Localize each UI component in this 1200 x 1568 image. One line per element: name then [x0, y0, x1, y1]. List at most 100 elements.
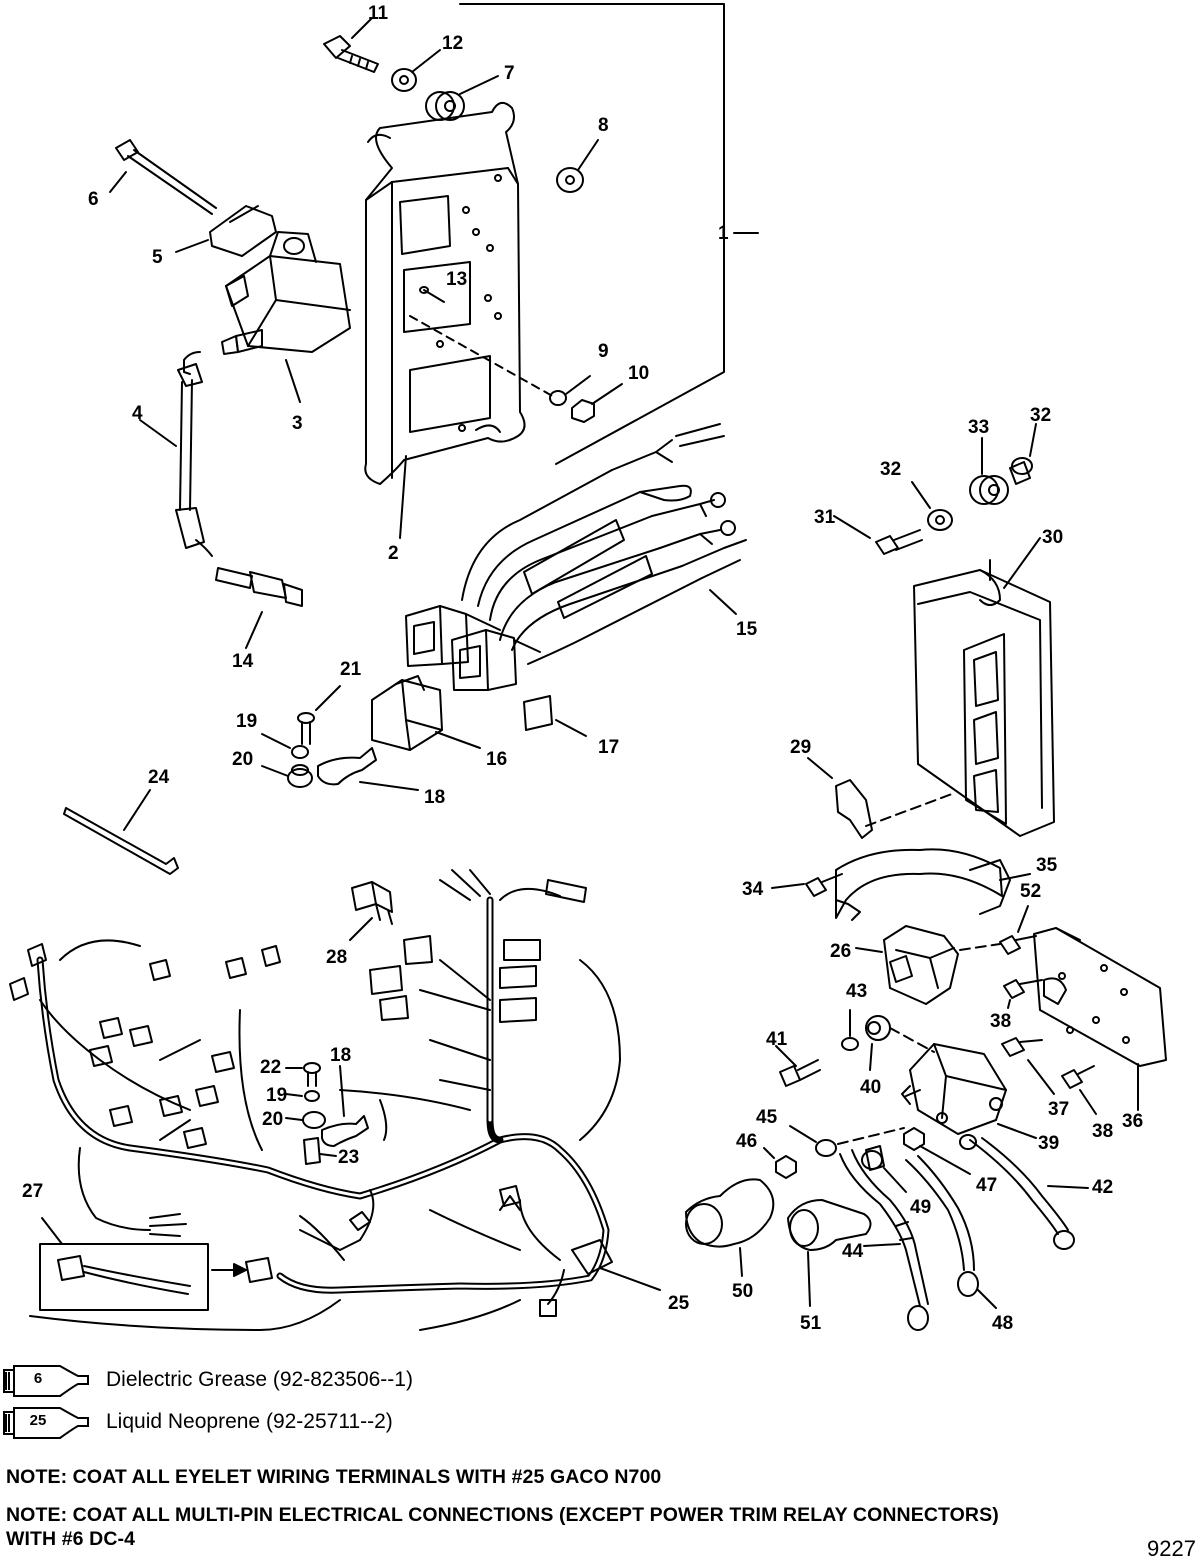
screw-13-leader: [409, 315, 557, 399]
part-label-5: 5: [152, 247, 163, 268]
sleeve-23: [303, 1137, 337, 1165]
part-label-32-right: 32: [1030, 405, 1052, 426]
screw-38b: [1061, 1065, 1097, 1115]
part-label-39: 39: [1038, 1133, 1060, 1154]
tube-icon-25: [3, 1407, 89, 1439]
screw-21: [297, 685, 341, 745]
sensor-26: [855, 925, 1001, 1005]
part-label-7: 7: [504, 63, 515, 84]
grommet-7: [425, 75, 499, 121]
part-label-47: 47: [976, 1175, 998, 1196]
part-label-18-upper: 18: [424, 787, 446, 808]
screw-52: [999, 905, 1037, 955]
legend-tubes: [3, 1365, 89, 1439]
part-label-52: 52: [1020, 881, 1042, 902]
part-label-23: 23: [338, 1147, 360, 1168]
legend-text-liquid-neoprene: Liquid Neoprene (92-25711--2): [106, 1410, 393, 1433]
coil-clamp-5: [175, 205, 277, 257]
part-label-38-lower: 38: [1092, 1121, 1114, 1142]
nut-10: [571, 383, 623, 423]
ecm-30: [913, 537, 1055, 837]
part-label-14: 14: [232, 651, 254, 672]
screw-34: [771, 873, 843, 897]
part-label-28: 28: [326, 947, 348, 968]
fuse-28: [349, 881, 393, 941]
plate-36: [1033, 927, 1167, 1111]
figure-number: 9227: [1147, 1536, 1196, 1561]
screw-38a: [1003, 979, 1043, 1009]
legend-text-dielectric-grease: Dielectric Grease (92-823506--1): [106, 1368, 413, 1391]
grommet-49: [861, 1145, 907, 1193]
screw-22: [285, 1062, 321, 1087]
part-label-24: 24: [148, 767, 170, 788]
part-label-43: 43: [846, 981, 868, 1002]
hi-tension-lead-4: [139, 351, 213, 557]
part-label-10: 10: [628, 363, 650, 384]
boot-51: [787, 1199, 872, 1307]
part-label-41: 41: [766, 1029, 788, 1050]
inset-27: [39, 1217, 273, 1311]
part-label-3: 3: [292, 413, 303, 434]
bracket-18: [317, 747, 419, 791]
part-label-13: 13: [446, 269, 468, 290]
part-label-51: 51: [800, 1313, 822, 1334]
coil-bolt-6: [109, 139, 217, 215]
grommet-20: [261, 764, 313, 788]
spark-plug-14: [215, 567, 303, 649]
washer-19b: [285, 1090, 320, 1102]
note-multi-pin-connections: NOTE: COAT ALL MULTI-PIN ELECTRICAL CONN…: [6, 1504, 999, 1526]
washer-12: [391, 49, 441, 92]
part-label-34: 34: [742, 879, 764, 900]
bracket-29: [807, 757, 953, 839]
boot-50: [685, 1178, 775, 1277]
decal-17: [523, 695, 587, 737]
part-label-26: 26: [830, 941, 852, 962]
cable-44: [839, 1149, 929, 1331]
part-label-49: 49: [910, 1197, 932, 1218]
part-label-48: 48: [992, 1313, 1014, 1334]
grommet-20b: [285, 1111, 326, 1129]
part-label-30: 30: [1042, 527, 1064, 548]
note-multi-pin-connections-cont: WITH #6 DC-4: [6, 1528, 136, 1550]
washer-8: [556, 139, 599, 193]
bolt-41: [775, 1045, 821, 1087]
part-label-27: 27: [22, 1181, 44, 1202]
screw-37: [1001, 1037, 1055, 1095]
cable-42: [959, 1134, 1089, 1250]
washer-32a: [911, 481, 953, 531]
assembly-bracket-1: [459, 3, 759, 465]
part-label-1: 1: [718, 223, 729, 244]
part-label-32-left: 32: [880, 459, 902, 480]
nut-46: [763, 1147, 797, 1179]
screw-13: [419, 286, 445, 303]
part-label-37: 37: [1048, 1099, 1070, 1120]
washer-9: [549, 375, 591, 406]
washer-19: [261, 733, 309, 759]
part-label-42: 42: [1092, 1177, 1114, 1198]
mounting-plate: [364, 101, 526, 539]
grommet-40: [865, 1015, 935, 1071]
part-label-6: 6: [88, 189, 99, 210]
relay-16: [371, 675, 481, 751]
part-label-50: 50: [732, 1281, 754, 1302]
part-label-22: 22: [260, 1057, 282, 1078]
part-label-11: 11: [368, 3, 389, 24]
part-label-25: 25: [668, 1293, 690, 1314]
tube-icon-6: [3, 1365, 89, 1397]
cable-tie-24: [63, 789, 179, 875]
harness-15: [461, 423, 747, 665]
legend-item-dielectric-grease: 6 Dielectric Grease (92-823506--1): [0, 1360, 560, 1400]
grommet-33: [969, 437, 1009, 505]
cable-48: [905, 1155, 997, 1309]
part-label-46: 46: [736, 1131, 758, 1152]
solenoid-stud-leader: [837, 1127, 905, 1145]
part-label-12: 12: [442, 33, 464, 54]
bolt-31: [833, 515, 923, 555]
washer-45: [789, 1125, 837, 1157]
sleeve-32b: [1009, 423, 1037, 485]
tube-number-6: 6: [33, 1370, 43, 1387]
bolt-11: [323, 17, 379, 73]
part-label-29: 29: [790, 737, 812, 758]
